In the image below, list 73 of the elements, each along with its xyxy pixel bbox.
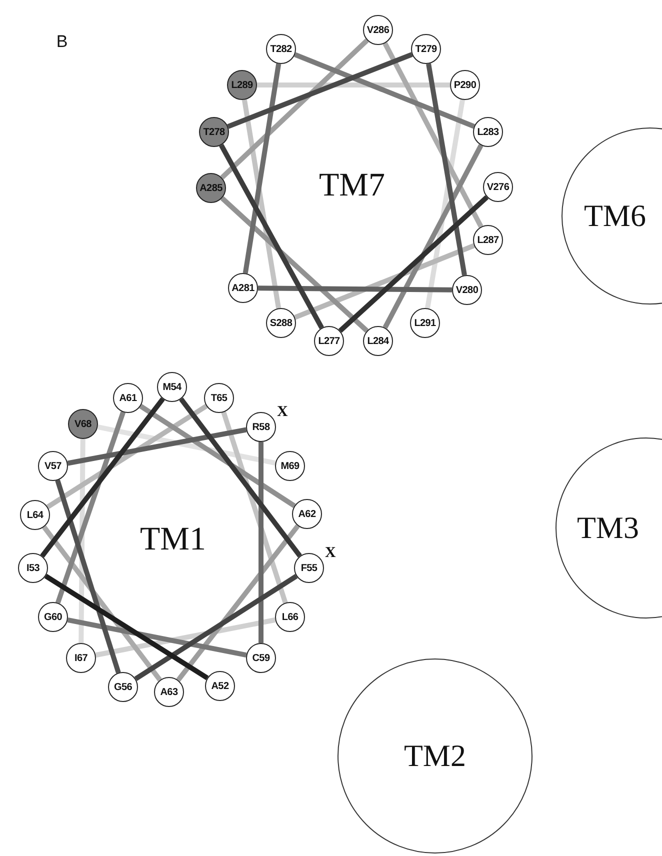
helix-connector [56,411,126,604]
helix-label: TM7 [319,168,385,204]
residue-circle: V57 [38,451,68,481]
residue-circle: L66 [275,602,305,632]
residue-circle: A61 [113,383,143,413]
helix-connector [258,442,264,643]
helix-connector [78,438,86,644]
residue-mark: X [277,404,288,421]
helix-connector [134,574,298,682]
residue-circle: T65 [204,383,234,413]
helix-connector [95,617,276,658]
helix-connector [40,397,165,558]
residue-circle: P290 [450,70,480,100]
residue-circle: I53 [18,553,48,583]
helix-label: TM6 [584,198,646,234]
helix-connector [426,63,467,276]
helix-connector [67,427,247,466]
residue-circle: M54 [157,372,187,402]
helix-connector [294,52,475,129]
residue-circle: T278 [199,117,229,147]
helix-connector [242,63,282,274]
residue-circle: A281 [228,273,258,303]
residue-circle: L284 [363,326,393,356]
helix-connector [257,82,450,88]
residue-circle: V286 [363,15,393,45]
residue-circle: A63 [154,677,184,707]
residue-circle: M69 [275,451,305,481]
helix-circle [337,658,533,854]
residue-circle: A52 [205,671,235,701]
helix-connector [139,404,296,508]
residue-circle: L64 [20,500,50,530]
helix-connector [55,480,121,674]
helix-connector [42,525,162,682]
residue-circle: V276 [483,172,513,202]
residue-circle: A285 [196,173,226,203]
residue-mark: X [325,545,336,562]
helix-connector [46,404,208,510]
residue-circle: A62 [292,499,322,529]
helix-connector [227,52,413,129]
residue-circle: T279 [411,34,441,64]
residue-circle: L287 [473,225,503,255]
helix-connector [97,424,276,466]
helix-connector [242,99,282,309]
helix-label: TM2 [404,738,466,774]
residue-circle: V68 [68,409,98,439]
helix-connector [425,99,465,309]
helix-label: TM1 [140,522,206,558]
residue-circle: L289 [227,70,257,100]
residue-circle: V280 [452,275,482,305]
residue-circle: I67 [66,643,96,673]
residue-circle: T282 [266,34,296,64]
helix-connector [220,196,369,333]
helix-connector [382,144,484,329]
helix-label: TM3 [577,510,639,546]
helix-connector [294,243,475,320]
helix-connector [221,412,288,604]
panel-letter: B [56,32,68,52]
helix-connector [219,144,324,330]
helix-connector [67,617,247,658]
residue-circle: S288 [266,308,296,338]
residue-circle: G56 [108,672,138,702]
helix-connector [338,195,489,333]
residue-circle: L277 [314,326,344,356]
helix-connector [44,574,209,680]
helix-connector [258,286,452,292]
helix-connector [176,524,300,682]
residue-circle: L291 [410,308,440,338]
residue-circle: C59 [246,643,276,673]
residue-circle: G60 [38,602,68,632]
helix-connector [179,397,302,558]
residue-circle: L283 [473,117,503,147]
helix-connector [382,42,484,228]
helix-connector [220,38,369,180]
